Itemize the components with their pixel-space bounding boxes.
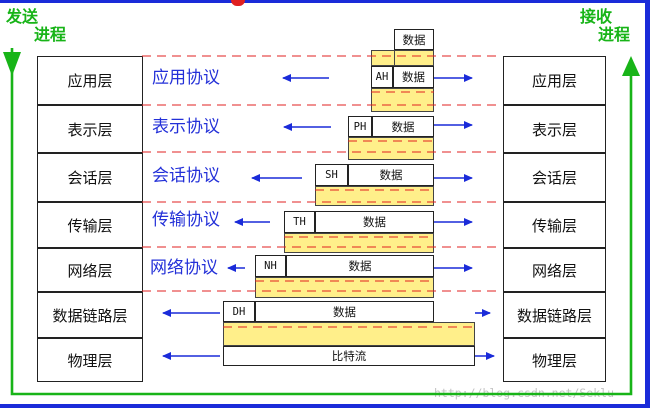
receiver-layer-name: 表示层 — [531, 120, 577, 139]
receiver-layer-box: 物理层 — [503, 338, 606, 382]
encapsulation-yellow-block — [315, 186, 434, 206]
packet-data-cell: 数据 — [348, 164, 434, 186]
sender-layer-box: 应用层 — [37, 56, 143, 105]
encapsulation-yellow-block — [348, 137, 434, 160]
receiver-layer-name: 会话层 — [531, 169, 577, 187]
sender-layer-name: 表示层 — [67, 120, 113, 139]
frame-right-border — [645, 0, 650, 408]
receiver-layer-name: 传输层 — [531, 216, 577, 235]
down-arrowhead-icon — [3, 52, 21, 76]
sender-layer-box: 传输层 — [37, 202, 143, 248]
receiver-layer-name: 网络层 — [531, 261, 577, 280]
receiver-layer-name: 数据链路层 — [516, 306, 592, 325]
up-arrowhead-icon — [622, 56, 640, 76]
encapsulation-yellow-block — [394, 50, 434, 66]
receiver-layer-name: 物理层 — [531, 351, 577, 370]
encapsulation-yellow-block — [284, 233, 434, 253]
encapsulation-yellow-block — [255, 277, 434, 298]
receiver-layer-box: 传输层 — [503, 202, 606, 248]
packet-header-cell: TH — [284, 211, 315, 233]
packet-header-cell: SH — [315, 164, 348, 186]
data-cell: 数据 — [394, 29, 434, 50]
sender-layer-box: 表示层 — [37, 105, 143, 153]
packet-data-cell: 数据 — [286, 255, 434, 277]
receiver-layer-box: 网络层 — [503, 248, 606, 292]
sender-layer-box: 物理层 — [37, 338, 143, 382]
peer-protocol-label: 应用协议 — [152, 68, 220, 88]
bitstream-cell: 比特流 — [223, 346, 475, 366]
process-flow-path — [10, 48, 633, 396]
sender-layer-name: 网络层 — [67, 261, 113, 280]
packet-data-cell: 数据 — [393, 66, 434, 88]
packet-header-cell: AH — [371, 66, 393, 88]
peer-protocol-label: 网络协议 — [150, 258, 218, 278]
receiver-layer-box: 应用层 — [503, 56, 606, 105]
sender-process-label: 发送 进程 — [6, 8, 66, 44]
peer-protocol-label: 传输协议 — [152, 210, 220, 230]
receiver-layer-name: 应用层 — [531, 72, 577, 90]
receiver-label-line1: 接收 — [580, 7, 613, 26]
sender-layer-box: 会话层 — [37, 153, 143, 202]
frame-bottom-border — [0, 404, 650, 408]
packet-data-cell: 数据 — [372, 116, 434, 137]
packet-data-cell: 数据 — [255, 301, 434, 322]
sender-layer-box: 网络层 — [37, 248, 143, 292]
sender-layer-box: 数据链路层 — [37, 292, 143, 338]
sender-layer-name: 传输层 — [67, 216, 113, 235]
sender-layer-name: 物理层 — [67, 351, 113, 370]
sender-layer-name: 应用层 — [67, 72, 113, 90]
peer-protocol-label: 会话协议 — [152, 166, 220, 186]
sender-label-line2: 进程 — [34, 25, 67, 44]
receiver-layer-box: 会话层 — [503, 153, 606, 202]
receiver-layer-box: 表示层 — [503, 105, 606, 153]
frame-top-border — [0, 0, 650, 3]
packet-header-cell: NH — [255, 255, 286, 277]
sender-layer-name: 数据链路层 — [52, 306, 128, 325]
packet-header-cell: PH — [348, 116, 372, 137]
receiver-label-line2: 进程 — [598, 25, 631, 44]
packet-header-cell: DH — [223, 301, 255, 322]
sender-layer-name: 会话层 — [67, 169, 113, 187]
receiver-process-label: 接收 进程 — [580, 8, 630, 44]
peer-protocol-label: 表示协议 — [152, 117, 220, 137]
receiver-layer-box: 数据链路层 — [503, 292, 606, 338]
frame-trailer-yellow-block — [223, 322, 475, 346]
top-marker — [231, 0, 245, 6]
packet-data-cell: 数据 — [315, 211, 434, 233]
sender-label-line1: 发送 — [6, 7, 39, 26]
